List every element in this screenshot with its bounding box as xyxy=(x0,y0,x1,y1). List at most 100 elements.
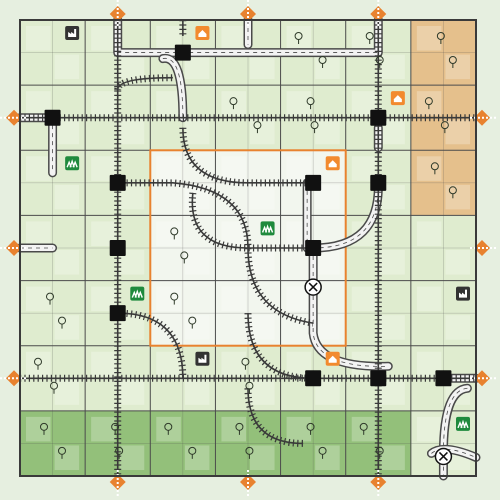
rail xyxy=(247,313,314,380)
tree-icon xyxy=(50,381,58,394)
cell-texture xyxy=(54,54,80,80)
cell-texture xyxy=(250,315,275,340)
factory-icon xyxy=(456,286,470,301)
factory-icon xyxy=(65,26,80,40)
tree-icon xyxy=(115,446,124,459)
exit-marker xyxy=(468,109,496,126)
house-shape xyxy=(328,160,337,168)
tree-icon xyxy=(164,422,173,435)
cell-texture xyxy=(315,445,340,470)
village-icon xyxy=(260,221,275,236)
village-shape xyxy=(457,419,469,429)
cell-texture xyxy=(184,315,210,340)
tree-icon xyxy=(359,422,368,435)
station xyxy=(305,240,322,256)
cell-texture xyxy=(250,54,275,80)
board-border xyxy=(19,19,477,477)
tree-icon xyxy=(318,56,327,68)
cell-texture xyxy=(91,416,116,442)
cell-texture xyxy=(54,315,80,340)
exit-marker xyxy=(109,0,126,28)
tree-icon xyxy=(318,446,327,459)
exit-marker xyxy=(370,468,387,496)
exit-marker xyxy=(0,240,28,256)
cell-texture xyxy=(445,184,470,210)
house-icon xyxy=(325,156,340,171)
cell-texture xyxy=(445,250,470,275)
tree-icon xyxy=(306,422,315,435)
tree-icon xyxy=(245,446,254,459)
cell-texture xyxy=(91,26,116,51)
crossing-x xyxy=(308,282,318,292)
cell-texture xyxy=(26,286,51,312)
cell-texture xyxy=(445,54,470,80)
station xyxy=(305,370,322,387)
tree-icon xyxy=(253,121,262,134)
village-icon xyxy=(456,416,470,431)
exit-marker xyxy=(0,370,28,387)
tree-icon xyxy=(170,292,179,305)
cell-texture xyxy=(221,221,246,246)
station xyxy=(370,109,387,126)
cell-texture xyxy=(119,119,145,145)
tree-icon xyxy=(365,32,374,44)
cell-texture xyxy=(286,416,312,442)
tree-icon xyxy=(111,422,120,435)
cell-texture xyxy=(221,91,246,116)
tree-icon xyxy=(180,251,189,264)
factory-icon xyxy=(195,351,210,366)
cell-texture xyxy=(250,250,275,275)
cell-texture xyxy=(54,380,80,405)
cell-texture xyxy=(250,119,275,145)
house-shape xyxy=(393,95,402,103)
tree-icon xyxy=(188,446,197,459)
cell-texture xyxy=(416,286,442,312)
factory-shape xyxy=(68,29,77,37)
cell-texture xyxy=(380,54,405,80)
cell-texture xyxy=(91,91,116,116)
tree-icon xyxy=(430,162,439,175)
exit-marker xyxy=(468,240,496,256)
tree-icon xyxy=(294,32,303,44)
tree-icon xyxy=(229,97,238,110)
cell-texture xyxy=(315,119,340,145)
cell-texture xyxy=(351,416,377,442)
cell-texture xyxy=(54,445,80,470)
rail xyxy=(191,192,314,249)
cell-texture xyxy=(416,91,442,116)
cell-texture xyxy=(156,156,181,181)
factory-shape xyxy=(459,289,467,298)
house-icon xyxy=(325,351,340,366)
rail xyxy=(247,247,314,324)
cell-texture xyxy=(119,54,145,80)
cell-texture xyxy=(351,286,377,312)
tree-icon xyxy=(424,97,433,110)
cell-texture xyxy=(119,380,145,405)
factory-shape xyxy=(198,354,207,363)
cell-texture xyxy=(26,156,51,181)
station xyxy=(174,44,191,61)
tree-icon xyxy=(170,227,179,240)
house-icon xyxy=(195,26,210,40)
station xyxy=(305,174,322,191)
cell-texture xyxy=(54,250,80,275)
exit-marker xyxy=(240,468,256,496)
tree-icon xyxy=(58,316,66,329)
tree-icon xyxy=(58,446,66,459)
exit-marker xyxy=(468,370,496,387)
village-icon xyxy=(65,156,80,171)
cell-texture xyxy=(380,315,405,340)
station xyxy=(435,370,452,387)
tree-icon xyxy=(448,186,457,199)
cell-texture xyxy=(156,91,181,116)
exit-marker xyxy=(109,468,126,496)
cell-texture xyxy=(315,54,340,80)
crossing-x xyxy=(438,451,448,461)
tree-icon xyxy=(188,316,197,329)
rail xyxy=(247,388,304,445)
cell-texture xyxy=(250,380,275,405)
cell-texture xyxy=(380,250,405,275)
cell-texture xyxy=(315,315,340,340)
